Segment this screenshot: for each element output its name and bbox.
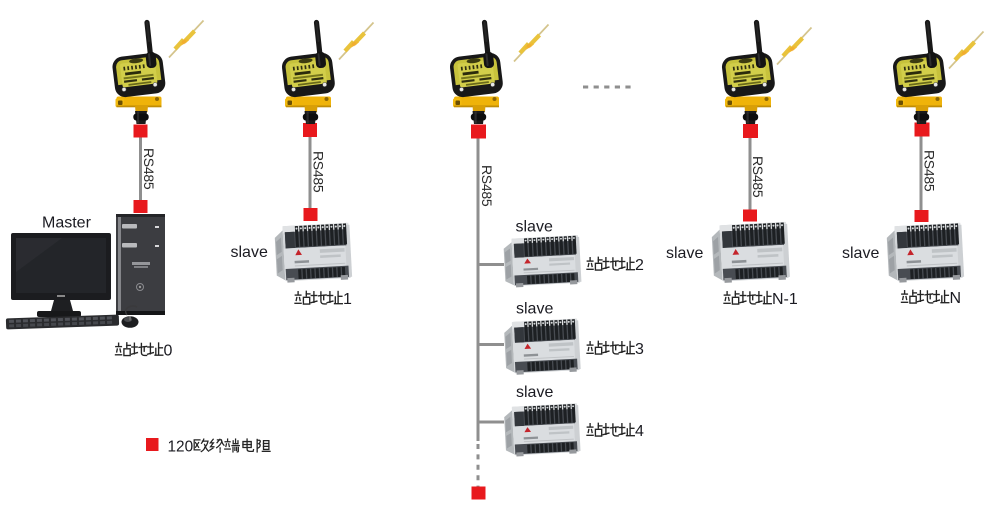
svg-text:slave: slave bbox=[516, 301, 553, 318]
svg-text:RS485: RS485 bbox=[922, 150, 938, 192]
svg-text:120: 120 bbox=[168, 438, 194, 455]
svg-text:N: N bbox=[950, 290, 962, 307]
svg-text:RS485: RS485 bbox=[311, 151, 327, 193]
svg-text:RS485: RS485 bbox=[750, 156, 766, 198]
svg-text:slave: slave bbox=[516, 384, 553, 401]
svg-text:slave: slave bbox=[842, 245, 879, 262]
svg-text:1: 1 bbox=[343, 291, 352, 308]
svg-text:4: 4 bbox=[635, 423, 644, 440]
svg-text:2: 2 bbox=[635, 257, 644, 274]
svg-text:3: 3 bbox=[635, 341, 644, 358]
svg-text:N-1: N-1 bbox=[772, 291, 798, 308]
svg-text:0: 0 bbox=[164, 343, 173, 360]
svg-text:Master: Master bbox=[42, 215, 92, 232]
svg-text:slave: slave bbox=[231, 244, 268, 261]
svg-text:RS485: RS485 bbox=[141, 148, 157, 190]
svg-text:RS485: RS485 bbox=[479, 165, 495, 207]
svg-text:slave: slave bbox=[516, 219, 553, 236]
svg-text:slave: slave bbox=[666, 245, 703, 262]
